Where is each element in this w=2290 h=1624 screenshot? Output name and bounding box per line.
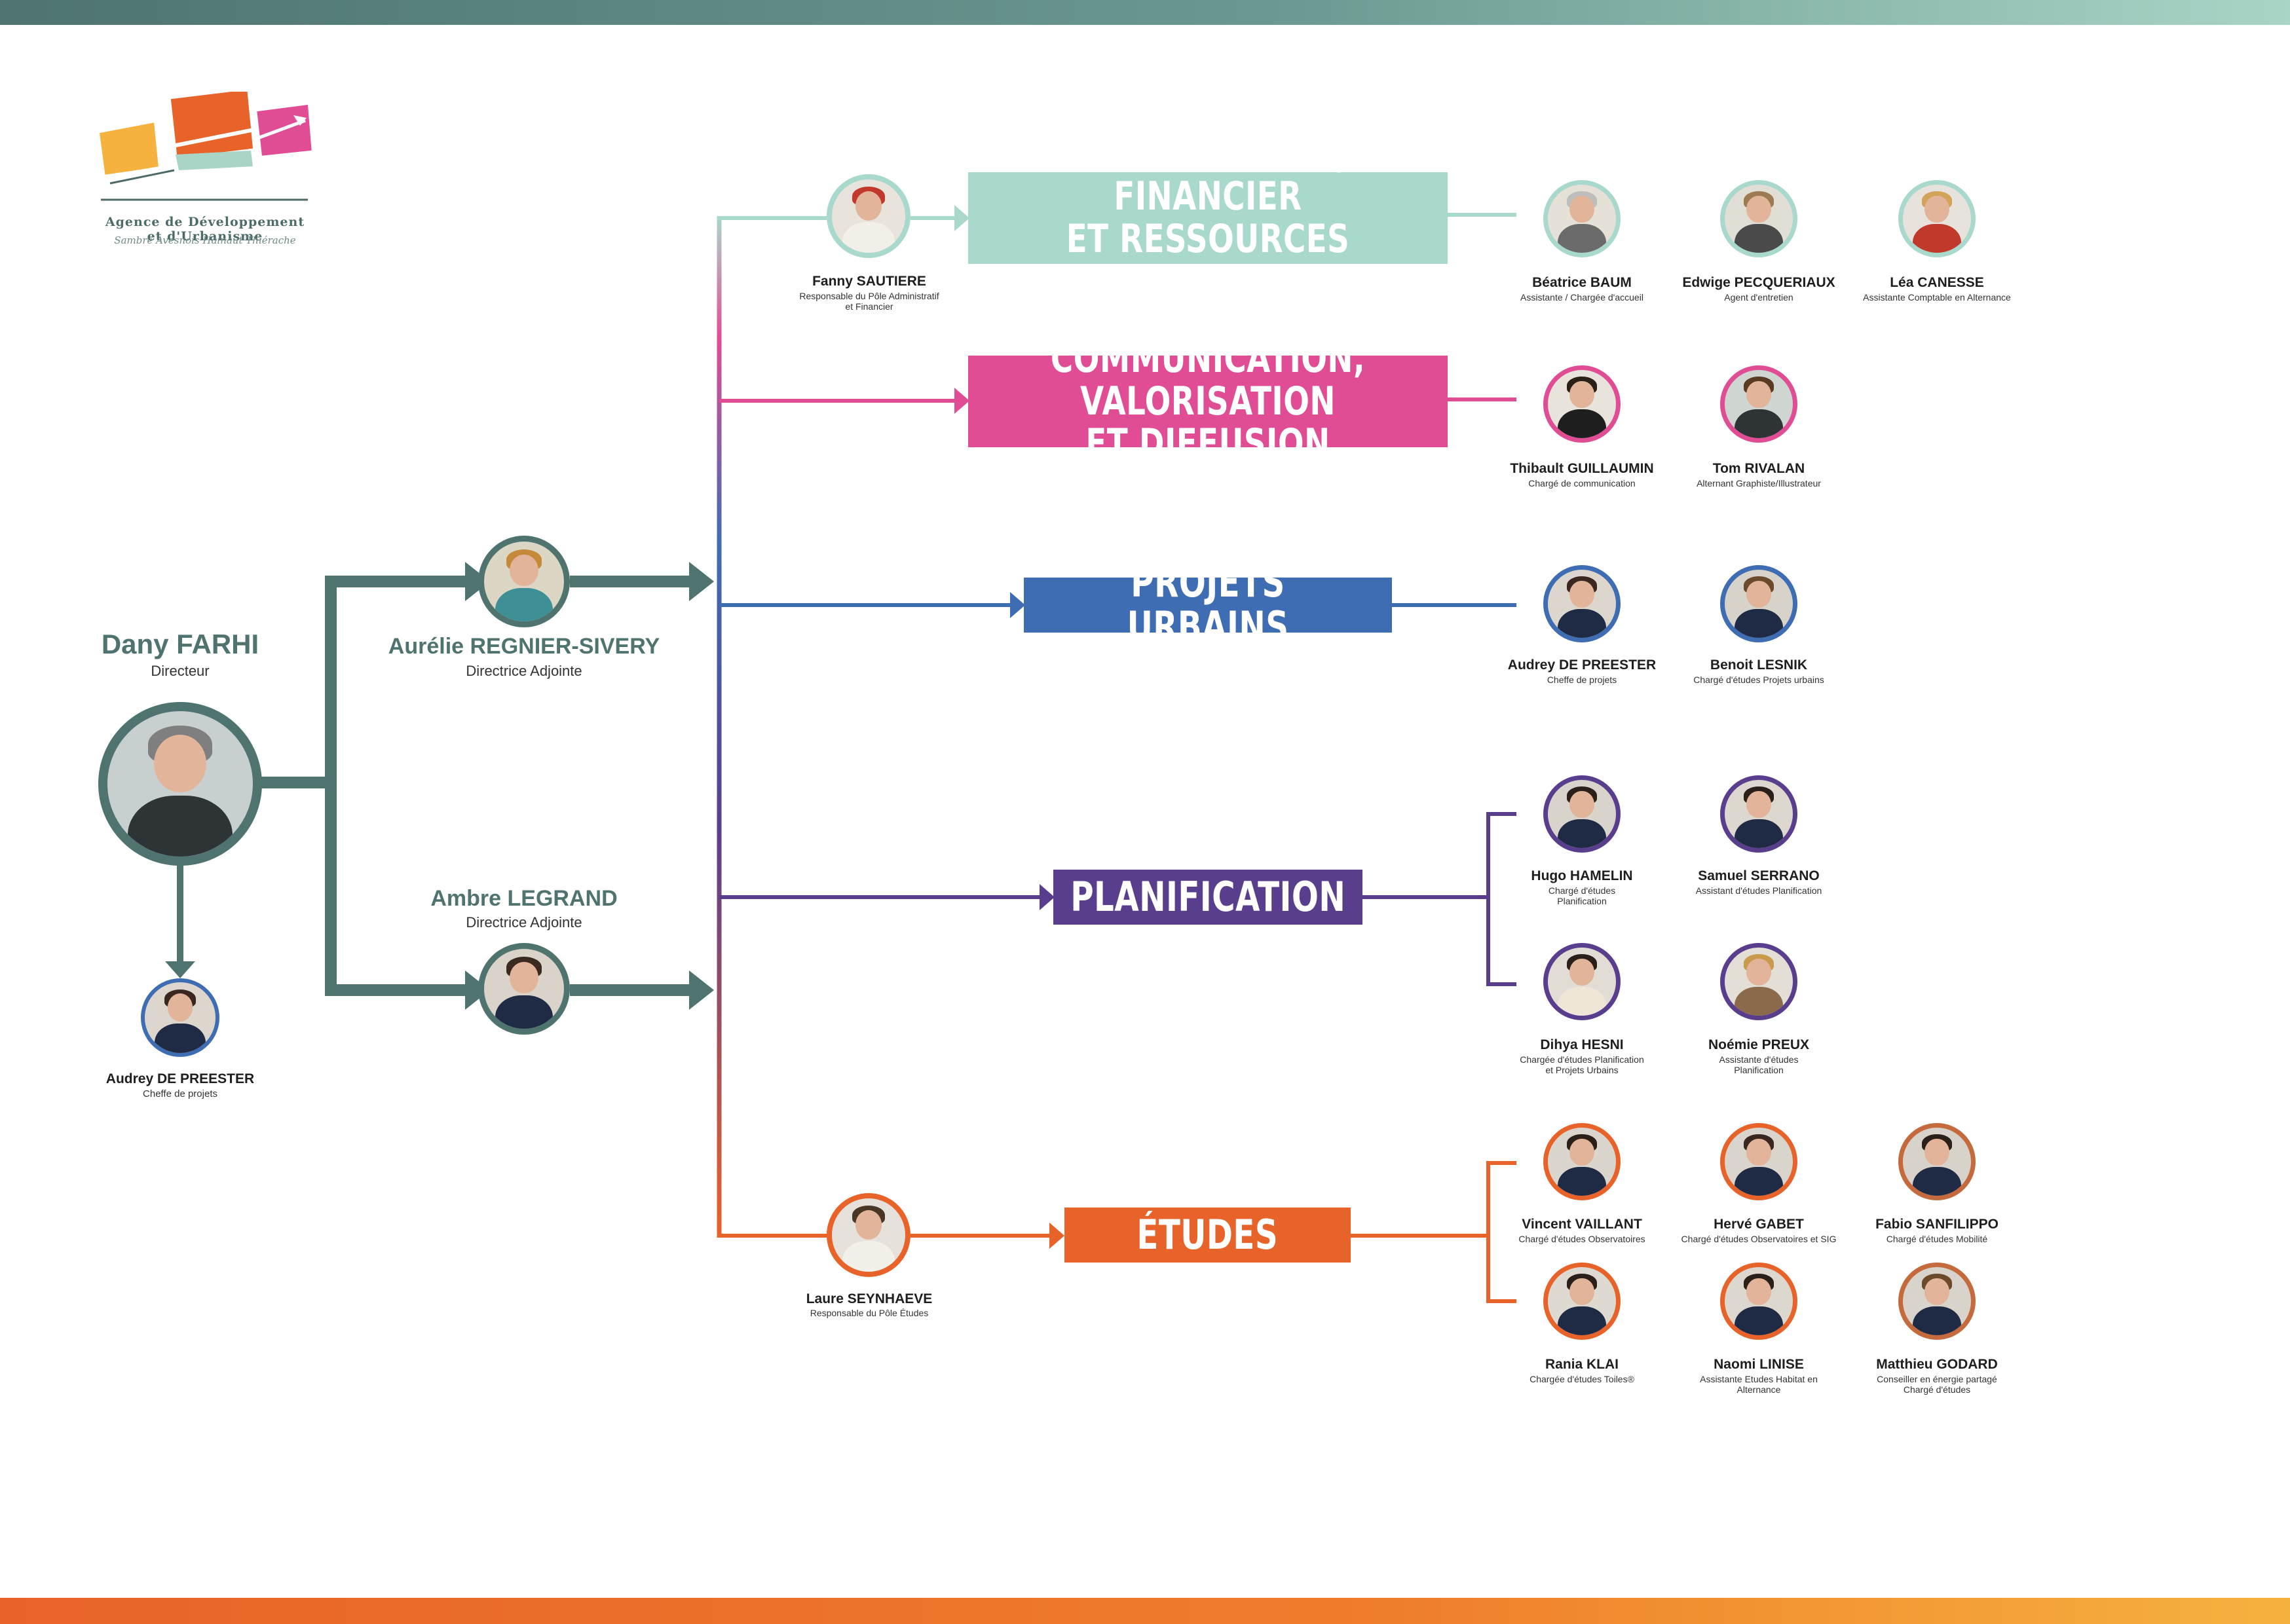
admin-head-name: Fanny SAUTIERE xyxy=(812,274,926,289)
member-role: Assistante / Chargée d'accueil xyxy=(1520,292,1643,303)
pole-planification-label: Planification xyxy=(1070,872,1345,921)
deputy-1-role: Directrice Adjointe xyxy=(466,663,582,679)
member-name: Edwige PECQUERIAUX xyxy=(1682,275,1835,290)
member-name: Tom RIVALAN xyxy=(1712,461,1805,476)
etudes-head-name: Laure SEYNHAEVE xyxy=(806,1291,933,1306)
member-role: Chargé de communication xyxy=(1528,478,1636,489)
member-photo xyxy=(1720,565,1797,642)
member-photo xyxy=(1543,565,1621,642)
member-photo xyxy=(1720,180,1797,257)
member-name: Fabio SANFILIPPO xyxy=(1875,1217,1999,1232)
deputy-2-role: Directrice Adjointe xyxy=(466,914,582,931)
bottom-banner xyxy=(0,1598,2290,1624)
member-role: Alternant Graphiste/Illustrateur xyxy=(1697,478,1821,489)
member-role: Assistant d'études Planification xyxy=(1695,885,1822,896)
director-photo xyxy=(98,702,262,866)
top-banner xyxy=(0,0,2290,25)
deputy-2-photo xyxy=(478,943,570,1035)
member-name: Hugo HAMELIN xyxy=(1531,868,1633,883)
member-name: Thibault GUILLAUMIN xyxy=(1510,461,1654,476)
member-photo xyxy=(1543,1263,1621,1340)
deputy-2-name: Ambre LEGRAND xyxy=(430,886,618,911)
assistant-photo xyxy=(141,978,219,1057)
member-name: Léa CANESSE xyxy=(1890,275,1984,290)
member-name: Noémie PREUX xyxy=(1708,1037,1810,1052)
admin-head-photo xyxy=(827,174,910,258)
pole-etudes-label: Études xyxy=(1136,1210,1279,1259)
member-name: Matthieu GODARD xyxy=(1876,1357,1998,1372)
member-photo xyxy=(1543,365,1621,443)
member-name: Benoit LESNIK xyxy=(1710,657,1808,673)
member-role: Cheffe de projets xyxy=(1547,674,1617,685)
member-photo xyxy=(1720,1263,1797,1340)
member-name: Naomi LINISE xyxy=(1714,1357,1804,1372)
member-role: Chargée d'études Toiles® xyxy=(1530,1374,1634,1384)
etudes-head-role: Responsable du Pôle Études xyxy=(810,1308,929,1318)
logo-title: Agence de Développement et d'Urbanisme xyxy=(105,215,305,244)
director-name: Dany FARHI xyxy=(101,629,259,659)
member-role: Chargé d'études Planification xyxy=(1548,885,1616,906)
pole-admin-banner: Administratif, financier et ressources h… xyxy=(968,133,1448,303)
member-name: Samuel SERRANO xyxy=(1698,868,1820,883)
member-photo xyxy=(1720,775,1797,853)
member-role: Assistante Etudes Habitat en Alternance xyxy=(1700,1374,1818,1395)
logo-mark-icon xyxy=(100,90,312,201)
member-role: Chargé d'études Projets urbains xyxy=(1693,674,1824,685)
etudes-head-photo xyxy=(827,1193,910,1277)
member-photo xyxy=(1898,1263,1976,1340)
agency-logo: Agence de Développement et d'Urbanisme S… xyxy=(97,90,313,252)
member-name: Hervé GABET xyxy=(1714,1217,1804,1232)
member-role: Chargé d'études Mobilité xyxy=(1886,1234,1988,1244)
member-role: Chargé d'études Observatoires xyxy=(1518,1234,1645,1244)
assistant-role: Cheffe de projets xyxy=(143,1088,217,1099)
member-name: Rania KLAI xyxy=(1545,1357,1619,1372)
pole-communication-banner: Communication, valorisation et diffusion xyxy=(968,337,1448,465)
member-name: Béatrice BAUM xyxy=(1532,275,1632,290)
pole-planification-banner: Planification xyxy=(1053,870,1362,925)
member-role: Chargée d'études Planification et Projet… xyxy=(1520,1054,1644,1075)
member-photo xyxy=(1543,180,1621,257)
member-photo xyxy=(1543,1123,1621,1200)
pole-projets-banner: Projets urbains xyxy=(1024,561,1392,648)
pole-projets-label: Projets urbains xyxy=(1127,559,1289,650)
member-photo xyxy=(1543,943,1621,1020)
deputy-1-photo xyxy=(478,536,570,627)
director-role: Directeur xyxy=(151,663,210,679)
member-role: Agent d'entretien xyxy=(1724,292,1793,303)
member-photo xyxy=(1543,775,1621,853)
member-photo xyxy=(1898,180,1976,257)
member-role: Assistante d'études Planification xyxy=(1719,1054,1799,1075)
pole-admin-label: Administratif, financier et ressources h… xyxy=(1066,131,1350,304)
member-photo xyxy=(1720,1123,1797,1200)
pole-etudes-banner: Études xyxy=(1064,1208,1351,1263)
member-photo xyxy=(1720,365,1797,443)
logo-subtitle: Sambre Avesnois Hainaut Thiérache xyxy=(114,234,296,246)
member-role: Chargé d'études Observatoires et SIG xyxy=(1681,1234,1837,1244)
member-photo xyxy=(1898,1123,1976,1200)
member-name: Vincent VAILLANT xyxy=(1522,1217,1642,1232)
member-name: Audrey DE PREESTER xyxy=(1507,657,1657,673)
member-role: Assistante Comptable en Alternance xyxy=(1863,292,2011,303)
member-role: Conseiller en énergie partagé Chargé d'é… xyxy=(1877,1374,1997,1395)
deputy-1-name: Aurélie REGNIER-SIVERY xyxy=(388,634,660,659)
admin-head-role: Responsable du Pôle Administratif et Fin… xyxy=(799,291,939,312)
pole-communication-label: Communication, valorisation et diffusion xyxy=(1050,335,1366,467)
member-photo xyxy=(1720,943,1797,1020)
member-name: Dihya HESNI xyxy=(1540,1037,1624,1052)
assistant-name: Audrey DE PREESTER xyxy=(105,1071,255,1086)
